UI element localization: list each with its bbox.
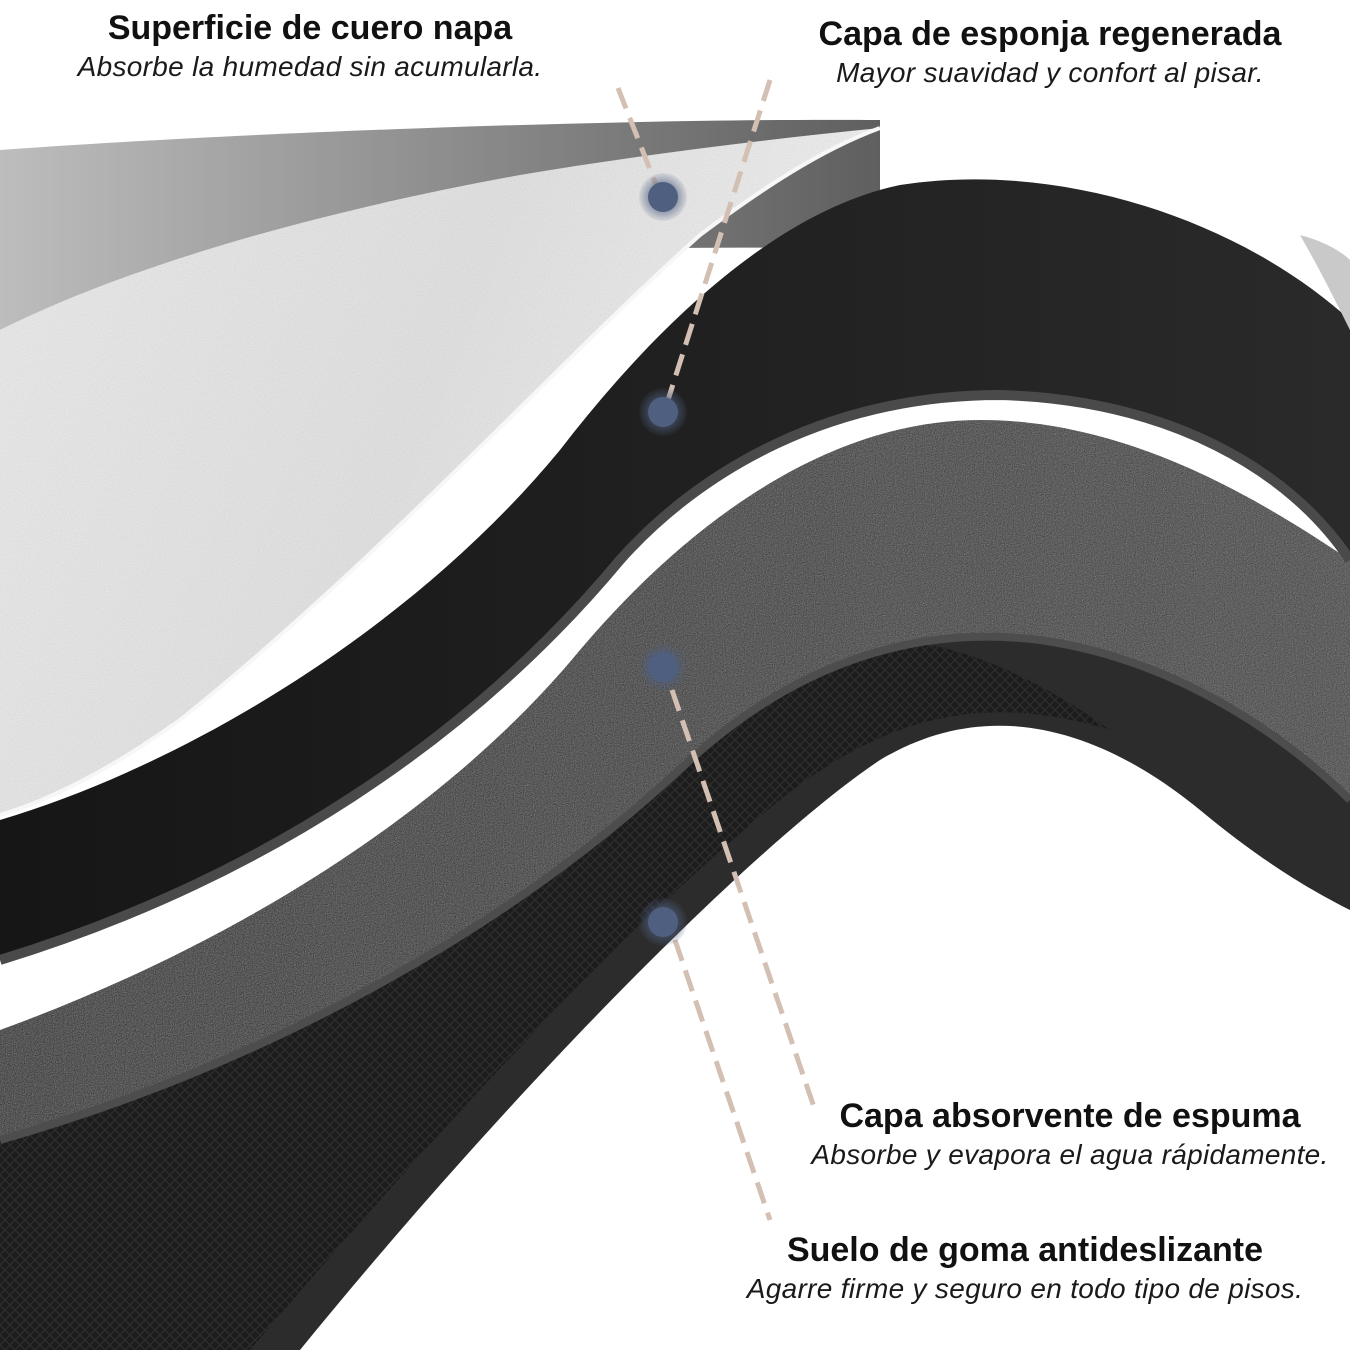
layer-markers [639,173,687,946]
layer-title: Capa de esponja regenerada [818,15,1282,53]
sponge-regenerated-layer [0,179,1350,960]
layer-description: Absorbe la humedad sin acumularla. [77,51,543,82]
label-foam-layer: Capa absorvente de espuma Absorbe y evap… [800,1096,1340,1174]
foam-absorbent-layer [0,420,1350,1140]
layer-description: Agarre firme y seguro en todo tipo de pi… [746,1273,1304,1304]
leader-line-sponge [665,79,773,401]
label-sponge-layer: Capa de esponja regenerada Mayor suavida… [760,14,1340,92]
napa-leather-surface [0,128,880,815]
marker-rubber [648,907,678,937]
label-rubber-base: Suelo de goma antideslizante Agarre firm… [700,1230,1350,1308]
layer-description: Mayor suavidad y confort al pisar. [836,57,1264,88]
sponge-edge-highlight [0,389,1350,965]
leader-line-rubber [672,939,773,1221]
leader-line-napa [615,87,663,196]
marker-foam [648,652,678,682]
leader-lines [615,79,818,1221]
napa-leather-edge [0,126,881,817]
rubber-mesh-texture [0,640,1110,1350]
marker-sponge [648,397,678,427]
label-napa-surface: Superficie de cuero napa Absorbe la hume… [0,8,620,86]
layer-description: Absorbe y evapora el agua rápidamente. [811,1139,1329,1170]
layer-title: Superficie de cuero napa [107,9,513,47]
mat-right-edge [1300,235,1350,330]
marker-napa [648,182,678,212]
leader-line-foam [669,689,818,1111]
layer-title: Capa absorvente de espuma [839,1097,1301,1135]
layer-title: Suelo de goma antideslizante [786,1231,1264,1269]
foam-edge-highlight [0,632,1350,1144]
